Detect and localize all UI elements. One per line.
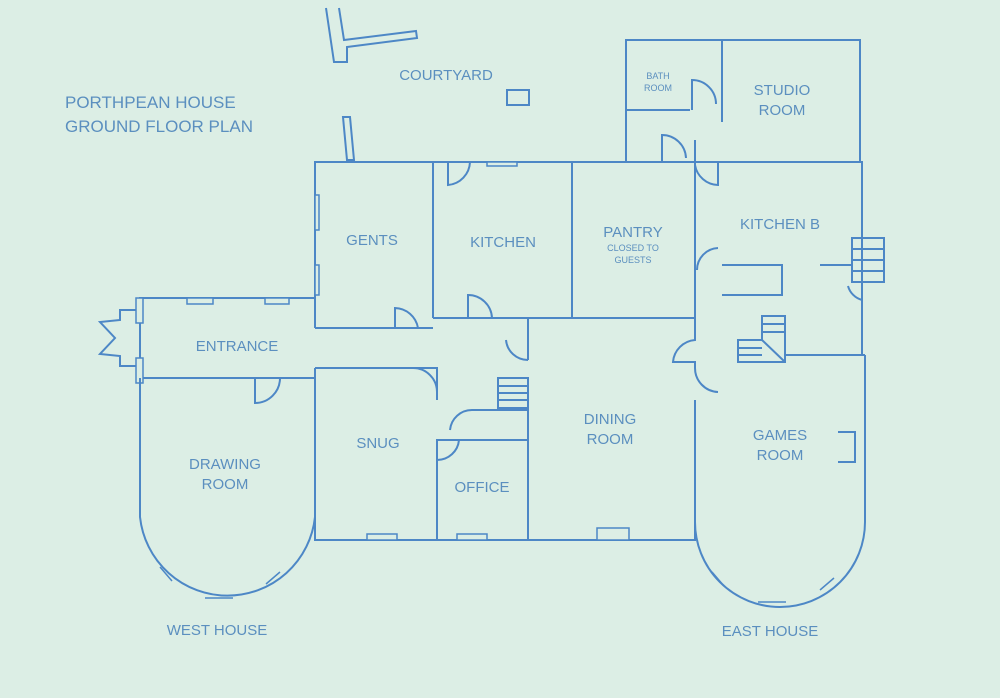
label-studio-1: STUDIO <box>754 82 811 99</box>
office-walls <box>436 380 529 541</box>
courtyard-wall-post <box>341 116 356 161</box>
walls <box>97 7 885 608</box>
window <box>486 161 518 167</box>
window <box>264 297 290 305</box>
snug-door <box>412 367 438 393</box>
snug-walls <box>314 367 438 541</box>
stairs-east <box>737 315 786 363</box>
window <box>314 194 320 231</box>
courtyard-wall <box>325 7 419 63</box>
label-pantry-note-1: CLOSED TO <box>607 243 659 253</box>
plan-title-line1: PORTHPEAN HOUSE <box>65 93 236 112</box>
annex-door <box>661 133 687 162</box>
stairs-north-east <box>820 237 885 302</box>
dining-east-door <box>671 318 719 393</box>
label-east-house: EAST HOUSE <box>722 623 818 640</box>
window <box>456 533 488 541</box>
label-courtyard: COURTYARD <box>399 67 493 84</box>
label-snug: SNUG <box>356 435 399 452</box>
plan-title-line2: GROUND FLOOR PLAN <box>65 117 253 136</box>
drawing-room-door <box>254 377 281 405</box>
bay-windows-west <box>159 566 281 599</box>
games-room-walls <box>694 355 866 608</box>
kitchen-b-store <box>695 247 783 296</box>
hall-door <box>449 408 528 431</box>
label-pantry: PANTRY <box>603 224 662 241</box>
porch <box>97 309 136 367</box>
window <box>314 264 320 296</box>
label-drawing-1: DRAWING <box>189 456 261 473</box>
label-gents: GENTS <box>346 232 398 249</box>
window <box>186 297 214 305</box>
label-bathroom-2: ROOM <box>644 83 672 93</box>
bay-windows-east <box>711 571 835 603</box>
label-studio-2: ROOM <box>759 102 806 119</box>
label-kitchen-b: KITCHEN B <box>740 216 820 233</box>
stairs-hall <box>497 377 529 409</box>
kitchen-door <box>447 161 471 187</box>
label-games-2: ROOM <box>757 447 804 464</box>
label-entrance: ENTRANCE <box>196 338 279 355</box>
north-block <box>314 161 863 355</box>
label-dining-2: ROOM <box>587 431 634 448</box>
courtyard-feature <box>506 89 530 106</box>
entrance-walls <box>139 297 315 379</box>
games-room-fixture <box>838 431 856 463</box>
label-dining-1: DINING <box>584 411 637 428</box>
label-pantry-note-2: GUESTS <box>614 255 651 265</box>
kitchen-south-door <box>467 293 493 319</box>
annex-walls <box>625 39 861 162</box>
label-office: OFFICE <box>455 479 510 496</box>
door-post <box>135 297 144 324</box>
label-drawing-2: ROOM <box>202 476 249 493</box>
north-partitions <box>432 162 696 319</box>
label-kitchen: KITCHEN <box>470 234 536 251</box>
window <box>366 533 398 541</box>
kitchen-b-door <box>694 140 719 187</box>
bath-door <box>691 78 717 110</box>
label-games-1: GAMES <box>753 427 807 444</box>
window <box>596 527 630 541</box>
label-west-house: WEST HOUSE <box>167 622 268 639</box>
drawing-room-walls <box>139 378 316 597</box>
bath-walls <box>626 40 723 122</box>
gents-door <box>315 306 433 329</box>
dining-door <box>505 318 529 362</box>
labels: PORTHPEAN HOUSE GROUND FLOOR PLAN COURTY… <box>65 67 820 640</box>
label-bathroom-1: BATH <box>646 71 669 81</box>
